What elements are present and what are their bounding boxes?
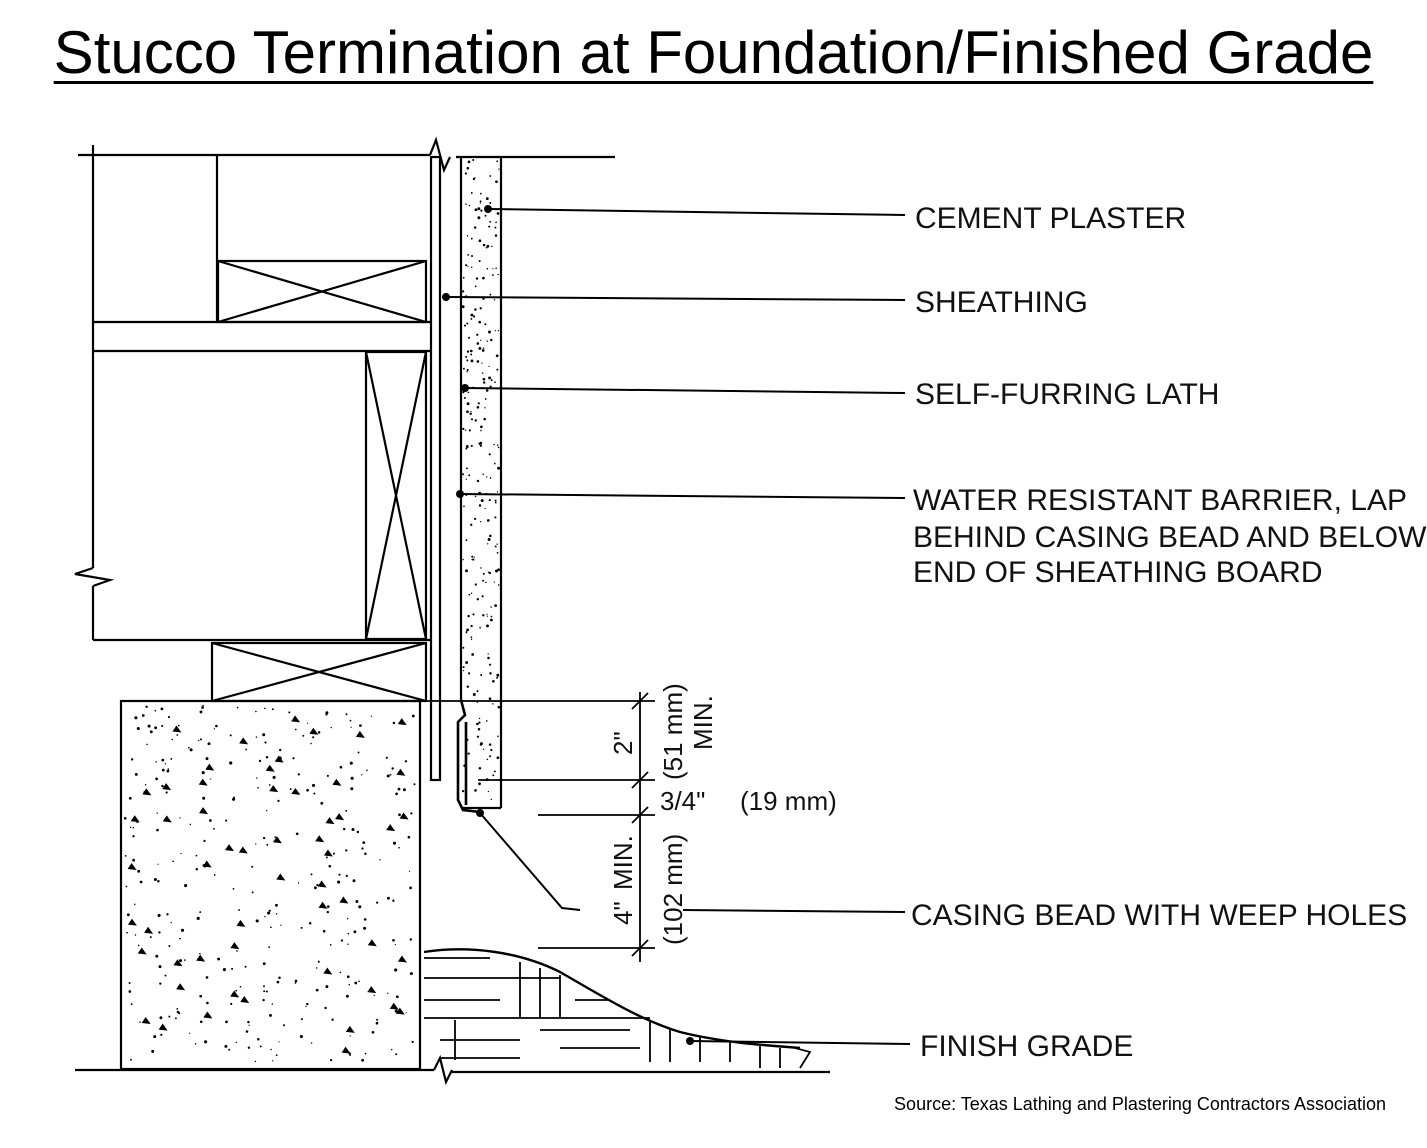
dim-lap-mm: (51 mm) <box>658 683 688 780</box>
sheathing-board <box>429 155 442 782</box>
label-self-furring-lath: SELF-FURRING LATH <box>915 378 1219 411</box>
label-finish-grade: FINISH GRADE <box>920 1030 1133 1063</box>
plaster-stipple <box>461 158 501 801</box>
subfloor <box>93 320 430 353</box>
dim-lap-inches: 2" <box>608 731 638 755</box>
label-wrb-line1: WATER RESISTANT BARRIER, LAP <box>913 484 1407 517</box>
sill-plate <box>210 641 428 703</box>
dim-clear-min: MIN. <box>608 835 638 890</box>
dim-gap-mm: (19 mm) <box>740 786 837 816</box>
cement-plaster-layer <box>459 157 503 810</box>
label-sheathing: SHEATHING <box>915 286 1088 319</box>
dim-gap-inches: 3/4" <box>660 786 705 816</box>
label-casing-bead: CASING BEAD WITH WEEP HOLES <box>911 899 1407 932</box>
dim-clear-mm: (102 mm) <box>658 834 688 945</box>
concrete-foundation <box>119 699 422 1071</box>
leader-lines <box>445 208 911 1045</box>
source-credit: Source: Texas Lathing and Plastering Con… <box>894 1094 1386 1114</box>
floor-top-line <box>78 136 615 174</box>
leader-dots <box>442 205 694 1045</box>
bottom-break-line <box>75 1054 830 1086</box>
rim-joist <box>364 350 428 641</box>
dim-lap-min: MIN. <box>688 695 718 750</box>
left-break-line <box>74 145 115 640</box>
concrete-stipple <box>123 704 416 1063</box>
finish-grade-soil <box>423 948 812 1069</box>
rim-block <box>216 259 428 324</box>
casing-bead <box>456 699 481 814</box>
page-title: Stucco Termination at Foundation/Finishe… <box>53 19 1374 86</box>
dimension-lines <box>420 692 655 962</box>
dim-clear-inches: 4" <box>608 901 638 925</box>
label-wrb-line3: END OF SHEATHING BOARD <box>913 556 1322 589</box>
label-wrb-line2: BEHIND CASING BEAD AND BELOW <box>913 521 1427 554</box>
label-cement-plaster: CEMENT PLASTER <box>915 202 1186 235</box>
